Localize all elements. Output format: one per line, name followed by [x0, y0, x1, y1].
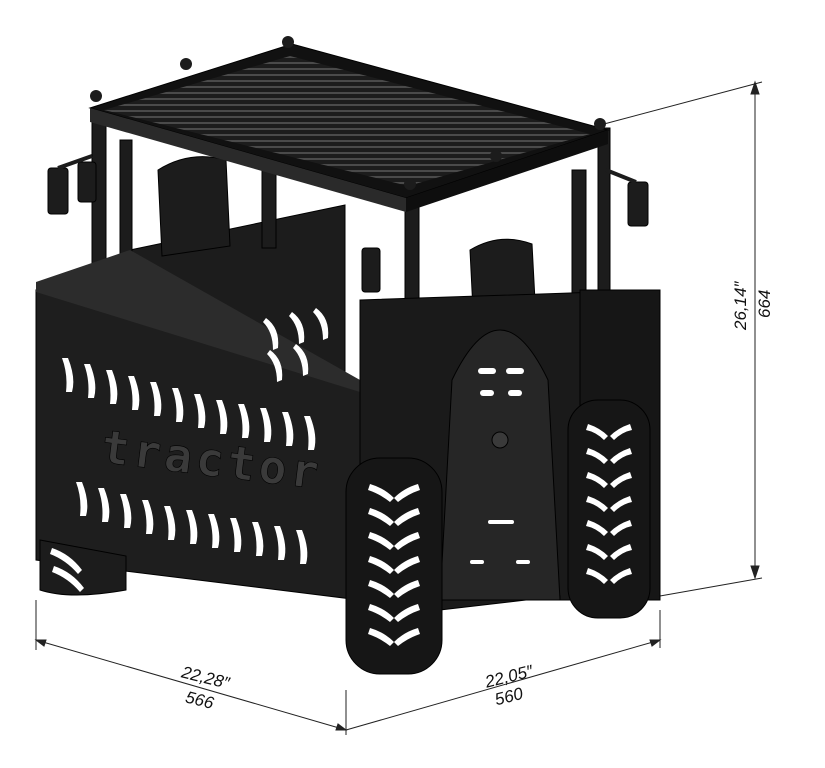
- left-seat: [157, 156, 231, 257]
- mirror-center: [361, 247, 381, 293]
- mirrors: [47, 154, 649, 293]
- dimension-height: 26,14″ 664: [731, 280, 774, 331]
- dimension-lines: [34, 80, 763, 735]
- dim-height-mm: 664: [755, 290, 774, 318]
- dimension-right-width: 22,05″ 560: [482, 661, 536, 709]
- tractor-fire-pit: tractor: [35, 36, 661, 675]
- hood-cutouts: [470, 368, 530, 564]
- dim-left-width-inches: 22,28″: [179, 662, 233, 693]
- dimension-left-width: 22,28″ 566: [179, 662, 233, 713]
- lower-slot-cutouts: [76, 482, 308, 564]
- grill-roof: [88, 36, 610, 212]
- hood-emblem: [491, 431, 509, 449]
- front-right-wheel: [567, 399, 651, 619]
- dim-height-inches: 26,14″: [731, 280, 750, 331]
- mirror-right: [627, 181, 649, 227]
- wheels: [345, 399, 651, 675]
- back-panel-cutouts: [263, 308, 329, 382]
- front-left-wheel: [345, 457, 443, 675]
- hood-plate: [439, 329, 561, 601]
- mirror-left-outer: [47, 167, 69, 215]
- mirror-left-inner: [77, 161, 97, 203]
- upper-slot-cutouts: [62, 358, 316, 450]
